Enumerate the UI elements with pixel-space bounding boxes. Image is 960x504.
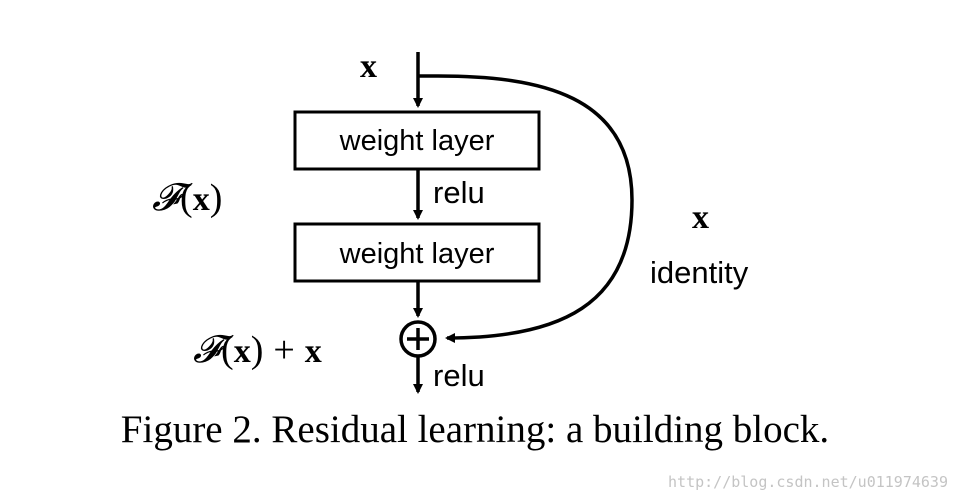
residual-function-label: 𝓕(x)	[152, 177, 222, 219]
relu-label-1: relu	[433, 175, 485, 210]
shortcut-x-label: x	[692, 199, 709, 236]
weight-layer-2: weight layer	[293, 222, 541, 283]
input-x-label: x	[360, 48, 377, 85]
figure-caption: Figure 2. Residual learning: a building …	[121, 408, 829, 451]
weight-layer-1: weight layer	[293, 110, 541, 171]
identity-label: identity	[650, 255, 749, 290]
relu-label-2: relu	[433, 358, 485, 393]
weight-layer-2-label: weight layer	[339, 238, 495, 270]
sum-expression-label: 𝓕(x)+x	[193, 329, 322, 371]
adder-circle	[399, 320, 437, 358]
identity-shortcut-curve	[437, 74, 634, 343]
weight-layer-1-label: weight layer	[339, 125, 495, 157]
watermark-url: http://blog.csdn.net/u011974639	[668, 473, 948, 491]
